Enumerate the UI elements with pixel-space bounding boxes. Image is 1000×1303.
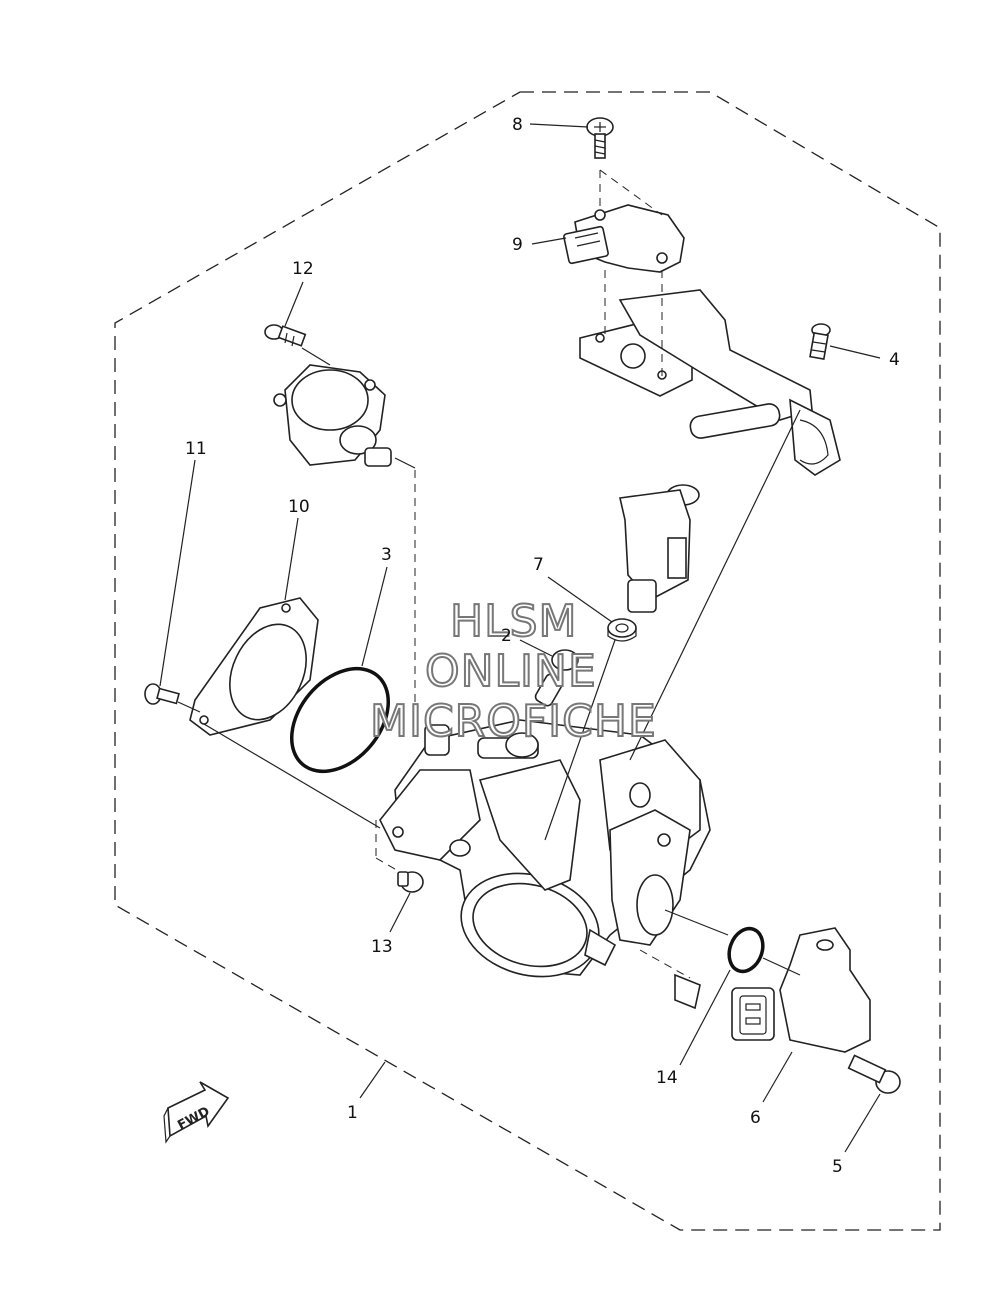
fuel-rail-assembly [579,270,841,476]
callout-6: 6 [750,1108,761,1128]
watermark-line-3: MICROFICHE [370,696,657,747]
part-6-sensor [731,927,871,1053]
callout-9: 9 [512,235,523,255]
part-9-sensor [563,204,685,273]
part-2-fitting [534,649,579,707]
callout-7: 7 [533,555,544,575]
callout-1: 1 [347,1103,358,1123]
part-5-screw [847,1054,901,1094]
part-12-bolt [264,324,307,347]
fwd-arrow-icon: FWD [163,1081,230,1144]
assembly-boundary [114,91,941,1231]
part-4-bolt [809,323,831,360]
part-1-throttle-body [379,719,711,1010]
part-3-o-ring [289,666,391,774]
watermark-line-1: HLSM [450,596,578,647]
callout-2: 2 [501,626,512,646]
part-14-o-ring [727,926,765,974]
callout-13: 13 [371,937,393,957]
leader-lines [159,123,881,1153]
part-8-screw [586,117,614,159]
part-13-plug [397,871,424,893]
part-10-gasket-plate [189,597,319,736]
guide-lines [177,169,801,976]
watermark: HLSM ONLINE MICROFICHE [369,595,657,748]
callout-3: 3 [381,545,392,565]
callout-5: 5 [832,1157,843,1177]
callout-10: 10 [288,497,310,517]
callout-12: 12 [292,259,314,279]
callout-8: 8 [512,115,523,135]
callout-11: 11 [185,439,207,459]
watermark-line-2: ONLINE [425,646,597,697]
callout-4: 4 [889,350,900,370]
part-11-screw [144,683,180,705]
idle-air-valve [273,364,392,467]
callout-14: 14 [656,1068,678,1088]
part-7-seal [607,618,637,642]
fuel-injector [619,484,700,613]
